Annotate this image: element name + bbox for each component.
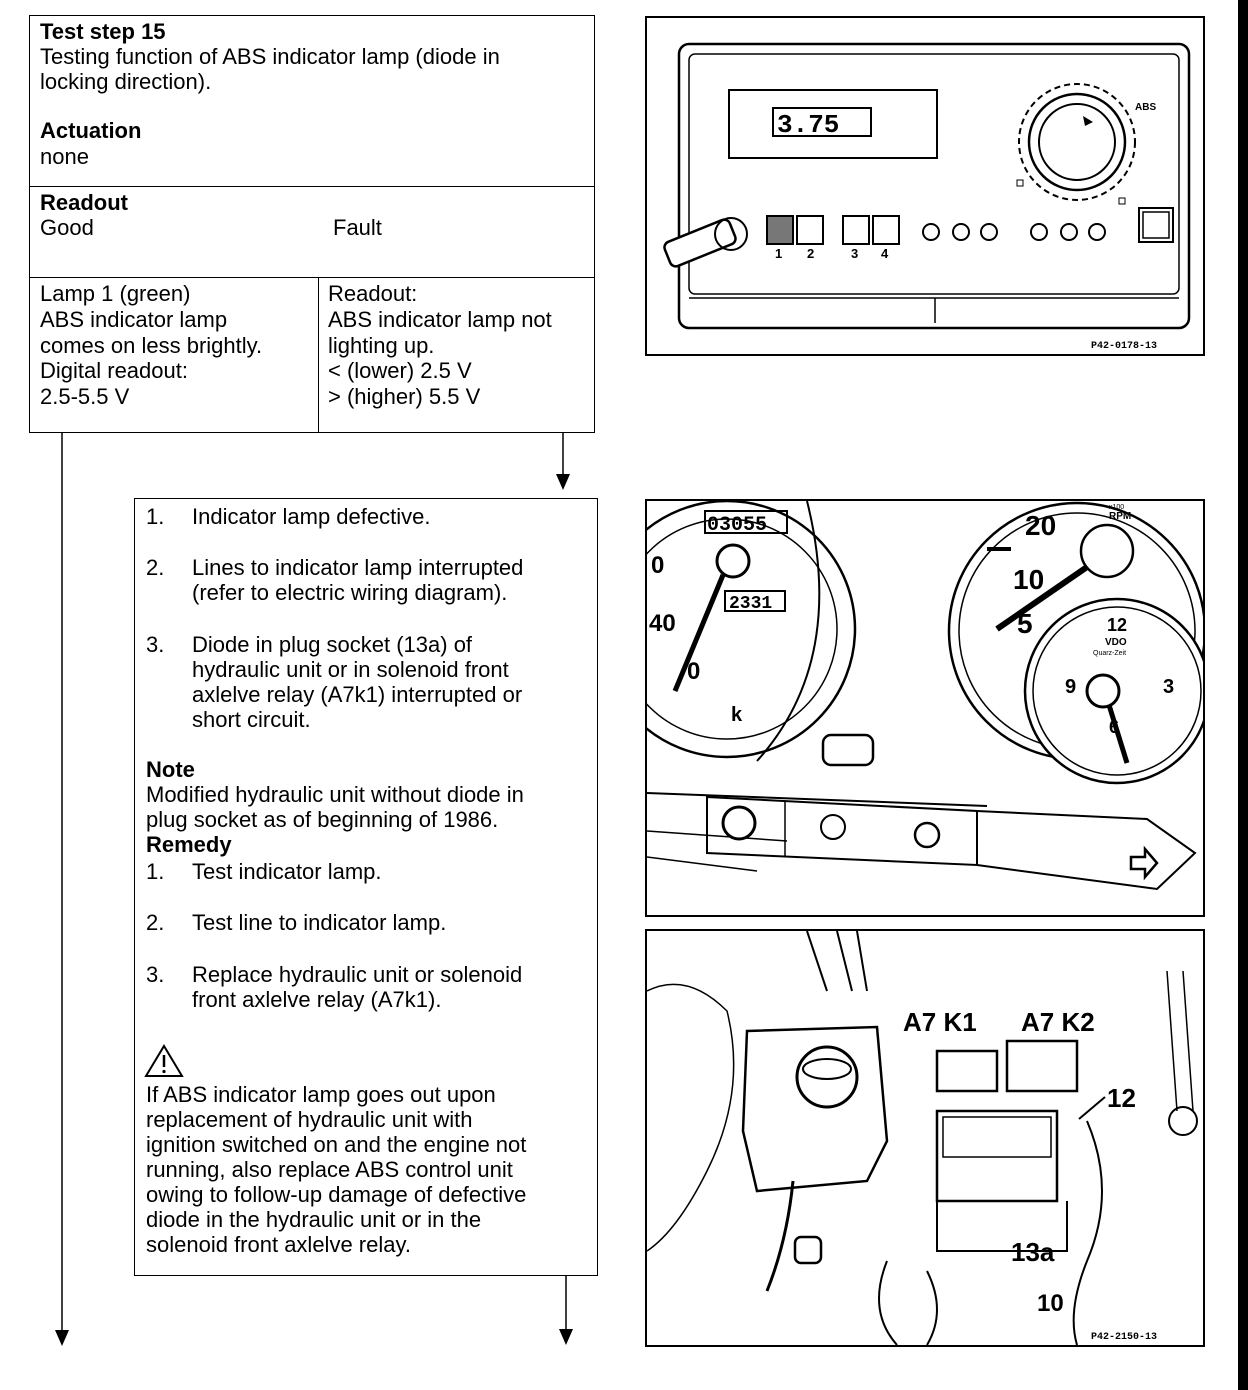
remedy-3-line-1: Replace hydraulic unit or solenoid [192, 962, 523, 987]
cause-3-number: 3. [146, 632, 165, 657]
note-line-1: Modified hydraulic unit without diode in [146, 782, 524, 807]
speed-mark-0-bottom: 0 [687, 658, 700, 685]
readout-label: Readout [40, 190, 128, 215]
good-line-4: Digital readout: [40, 358, 188, 383]
test-step-description-2: locking direction). [40, 69, 212, 94]
label-10: 10 [1037, 1290, 1064, 1317]
remedy-2-line-1: Test line to indicator lamp. [192, 910, 447, 935]
cause-3-line-3: axlelve relay (A7k1) interrupted or [192, 682, 523, 707]
good-line-2: ABS indicator lamp [40, 307, 228, 332]
remedy-3-line-2: front axlelve relay (A7k1). [192, 987, 442, 1012]
test-step-description-1: Testing function of ABS indicator lamp (… [40, 44, 500, 69]
clock-brand: VDO [1105, 637, 1127, 648]
warning-line-1: If ABS indicator lamp goes out upon [146, 1082, 496, 1107]
test-step-table [29, 15, 595, 433]
warning-line-4: running, also replace ABS control unit [146, 1157, 513, 1182]
speed-mark-40: 40 [649, 610, 676, 637]
cause-3-line-4: short circuit. [192, 707, 311, 732]
actuation-label: Actuation [40, 118, 142, 143]
fault-line-3: lighting up. [328, 333, 435, 358]
tester-dial-label: ABS [1135, 102, 1156, 113]
remedy-label: Remedy [146, 832, 232, 857]
engine-figure-reference: P42-2150-13 [1091, 1332, 1157, 1343]
warning-triangle-icon [144, 1044, 184, 1077]
tester-lamp-number-4: 4 [881, 246, 889, 261]
speed-mark-0-top: 0 [651, 552, 664, 579]
fault-line-2: ABS indicator lamp not [328, 307, 552, 332]
warning-line-6: diode in the hydraulic unit or in the [146, 1207, 482, 1232]
instrument-cluster-figure: 03055 2331 0 40 0 k RPM x100 20 10 5 12 … [645, 499, 1205, 917]
actuation-value: none [40, 144, 89, 169]
good-line-1: Lamp 1 (green) [40, 281, 191, 306]
bottom-flow-arrowhead [559, 1329, 573, 1345]
rpm-mark-5: 5 [1017, 608, 1033, 639]
tester-lamp-number-2: 2 [807, 246, 814, 261]
clock-9: 9 [1065, 676, 1076, 698]
tester-display-value: 3.75 [777, 110, 839, 140]
warning-line-2: replacement of hydraulic unit with [146, 1107, 473, 1132]
rpm-sub-label: x100 [1109, 504, 1124, 511]
table-divider-vertical [318, 277, 319, 433]
tester-figure: 3.75 ABS 1 2 3 4 P42-0178-13 [645, 16, 1205, 356]
rpm-mark-10: 10 [1013, 564, 1044, 595]
tester-lamp-number-1: 1 [775, 246, 782, 261]
fault-remedy-box [134, 498, 598, 1276]
remedy-3-number: 3. [146, 962, 165, 987]
instrument-cluster-drawing: 03055 2331 0 40 0 k RPM x100 20 10 5 12 … [647, 501, 1203, 891]
remedy-1-number: 1. [146, 859, 165, 884]
fault-header: Fault [333, 215, 382, 240]
rpm-label: RPM [1109, 511, 1131, 522]
odometer-value: 03055 [707, 514, 767, 537]
clock-3: 3 [1163, 676, 1174, 698]
good-flow-arrowhead [55, 1330, 69, 1346]
clock-sub-brand: Quarz-Zeit [1093, 650, 1126, 657]
cause-3-line-2: hydraulic unit or in solenoid front [192, 657, 509, 682]
engine-compartment-figure: A7 K1 A7 K2 12 13a 10 P42-2150-13 [645, 929, 1205, 1347]
cause-3-line-1: Diode in plug socket (13a) of [192, 632, 473, 657]
label-12: 12 [1107, 1083, 1136, 1113]
cause-1-number: 1. [146, 504, 165, 529]
table-divider-2 [29, 277, 595, 278]
fault-line-4: < (lower) 2.5 V [328, 358, 472, 383]
cause-2-line-1: Lines to indicator lamp interrupted [192, 555, 524, 580]
good-line-3: comes on less brightly. [40, 333, 263, 358]
table-divider-1 [29, 186, 595, 187]
engine-compartment-drawing: A7 K1 A7 K2 12 13a 10 P42-2150-13 [647, 931, 1198, 1345]
fault-line-1: Readout: [328, 281, 418, 306]
note-label: Note [146, 757, 195, 782]
cause-2-line-2: (refer to electric wiring diagram). [192, 580, 508, 605]
label-13a: 13a [1011, 1237, 1055, 1267]
warning-line-5: owing to follow-up damage of defective [146, 1182, 527, 1207]
clock-12: 12 [1107, 615, 1127, 635]
good-line-5: 2.5-5.5 V [40, 384, 130, 409]
tester-lamp-number-3: 3 [851, 246, 858, 261]
cause-1-line-1: Indicator lamp defective. [192, 504, 431, 529]
note-line-2: plug socket as of beginning of 1986. [146, 807, 499, 832]
label-a7k1: A7 K1 [903, 1007, 977, 1037]
tester-reference: P42-0178-13 [1091, 341, 1157, 352]
test-step-title: Test step 15 [40, 19, 166, 44]
fault-line-5: > (higher) 5.5 V [328, 384, 481, 409]
label-a7k2: A7 K2 [1021, 1007, 1095, 1037]
remedy-2-number: 2. [146, 910, 165, 935]
remedy-1-line-1: Test indicator lamp. [192, 859, 382, 884]
cause-2-number: 2. [146, 555, 165, 580]
good-header: Good [40, 215, 94, 240]
warning-line-3: ignition switched on and the engine not [146, 1132, 527, 1157]
warning-line-7: solenoid front axlelve relay. [146, 1232, 411, 1257]
flow-arrows [55, 433, 573, 1346]
tester-drawing: 3.75 ABS 1 2 3 4 P42-0178-13 [663, 42, 1191, 352]
k-mark: k [731, 704, 743, 726]
trip-value: 2331 [729, 594, 772, 614]
page-edge-bar [1238, 0, 1248, 1390]
fault-flow-arrowhead [556, 474, 570, 490]
rpm-mark-20: 20 [1025, 510, 1056, 541]
